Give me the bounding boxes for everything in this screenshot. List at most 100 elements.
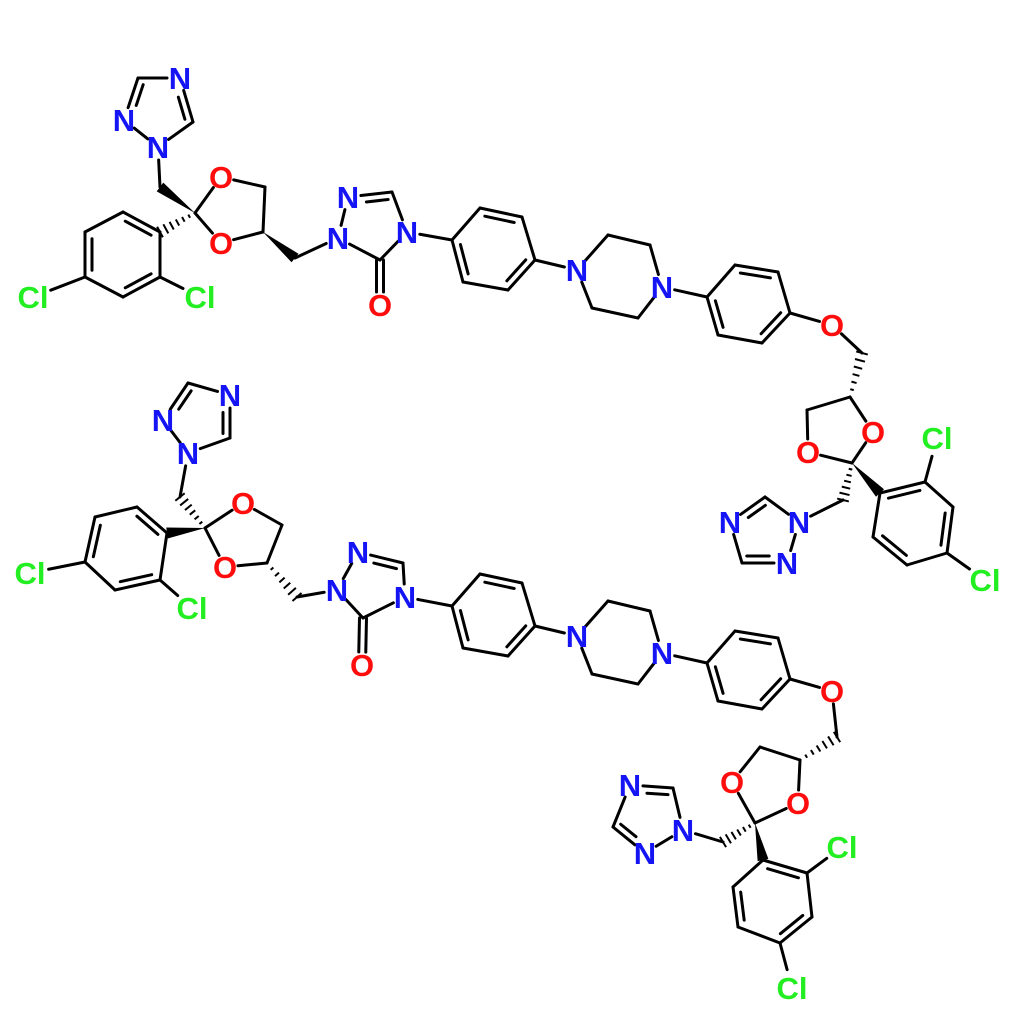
hash-bond-stroke xyxy=(162,223,170,234)
bond-line xyxy=(705,661,720,703)
bond-line xyxy=(47,560,87,571)
bond-line xyxy=(198,436,232,451)
bond-line xyxy=(91,523,102,559)
bond-line xyxy=(169,428,182,445)
bond-line xyxy=(705,263,737,299)
bond-line xyxy=(805,871,814,919)
atom-label-cl: Cl xyxy=(827,830,858,865)
atom-label-n: N xyxy=(619,768,641,803)
bond-line xyxy=(736,791,757,825)
bond-line xyxy=(871,535,909,567)
bond-line xyxy=(636,295,656,320)
hash-bond-stroke xyxy=(848,467,853,471)
atom-label-cl: Cl xyxy=(15,556,46,591)
atom-label-n: N xyxy=(337,180,359,215)
bond-line xyxy=(763,495,791,516)
hash-bond-stroke xyxy=(853,365,863,370)
bond-line xyxy=(945,505,955,555)
bond-line xyxy=(450,238,465,284)
wedge-bond xyxy=(755,823,769,862)
atom-label-n: N xyxy=(776,546,798,581)
bond-line xyxy=(939,511,947,547)
bond-line xyxy=(645,791,670,797)
atom-label-cl: Cl xyxy=(18,280,49,315)
bond-line xyxy=(746,503,767,520)
bond-line xyxy=(193,211,214,235)
atom-label-cl: Cl xyxy=(922,421,953,456)
bond-line xyxy=(693,832,725,844)
hash-bond-stroke xyxy=(736,828,742,837)
bond-line xyxy=(716,699,764,711)
bond-line xyxy=(840,332,864,355)
bond-line xyxy=(705,629,737,665)
hash-bond-stroke xyxy=(174,218,181,227)
bond-line xyxy=(450,206,482,242)
bond-line xyxy=(478,206,524,219)
bond-line xyxy=(478,572,524,585)
hash-bond-stroke xyxy=(747,824,752,829)
bond-line xyxy=(83,275,125,299)
bond-line xyxy=(788,311,822,323)
bond-line xyxy=(177,389,193,411)
atom-label-n: N xyxy=(169,61,191,96)
bond-line xyxy=(372,561,398,571)
hash-bond-stroke xyxy=(846,473,852,477)
bond-line xyxy=(450,572,482,608)
atom-label-o: O xyxy=(231,486,255,521)
bond-line xyxy=(293,241,328,260)
bond-line xyxy=(776,636,792,681)
atom-label-o: O xyxy=(820,674,844,709)
bond-line xyxy=(252,507,284,527)
atom-label-o: O xyxy=(796,435,820,470)
atom-label-n: N xyxy=(788,505,810,540)
bond-line xyxy=(506,624,537,658)
bond-line xyxy=(193,186,215,215)
bond-line xyxy=(339,208,347,227)
bond-line xyxy=(176,95,187,121)
bond-line xyxy=(361,601,395,620)
bond-line xyxy=(157,158,162,189)
atom-label-n: N xyxy=(152,403,174,438)
bond-line xyxy=(641,784,675,790)
wedge-bond xyxy=(852,463,885,497)
hash-bond-stroke xyxy=(851,380,857,384)
bond-line xyxy=(736,925,782,945)
wedge-bond xyxy=(263,232,299,263)
bond-line xyxy=(182,88,195,124)
bond-line xyxy=(295,590,326,599)
bond-line xyxy=(732,532,744,565)
atom-label-o: O xyxy=(786,786,810,821)
hash-bond-stroke xyxy=(843,479,852,484)
atom-label-n: N xyxy=(394,580,416,615)
bond-line xyxy=(760,677,792,711)
bond-line xyxy=(759,677,783,702)
atom-label-cl: Cl xyxy=(177,591,208,626)
hash-bond-stroke xyxy=(189,509,196,516)
bond-line xyxy=(93,505,139,519)
bond-line xyxy=(789,532,797,553)
hash-bond-stroke xyxy=(193,515,200,521)
bond-line xyxy=(118,573,154,584)
bond-line xyxy=(761,858,809,875)
bond-line xyxy=(418,232,454,242)
bond-line xyxy=(945,551,972,571)
bond-line xyxy=(671,786,682,819)
bond-line xyxy=(416,597,454,608)
bond-line xyxy=(461,646,510,658)
bond-line xyxy=(778,913,805,936)
bond-line xyxy=(364,616,368,654)
hash-bond-stroke xyxy=(730,831,737,840)
hash-bond-stroke xyxy=(841,485,851,490)
bond-line xyxy=(461,280,510,292)
bond-line xyxy=(611,795,627,829)
bond-line xyxy=(805,408,810,441)
hash-bond-stroke xyxy=(168,221,175,230)
bond-line xyxy=(483,214,516,224)
bond-line xyxy=(584,599,610,628)
bond-line xyxy=(203,526,221,557)
bond-line xyxy=(580,646,594,676)
atom-label-n: N xyxy=(672,813,694,848)
hash-bond-stroke xyxy=(854,358,866,363)
